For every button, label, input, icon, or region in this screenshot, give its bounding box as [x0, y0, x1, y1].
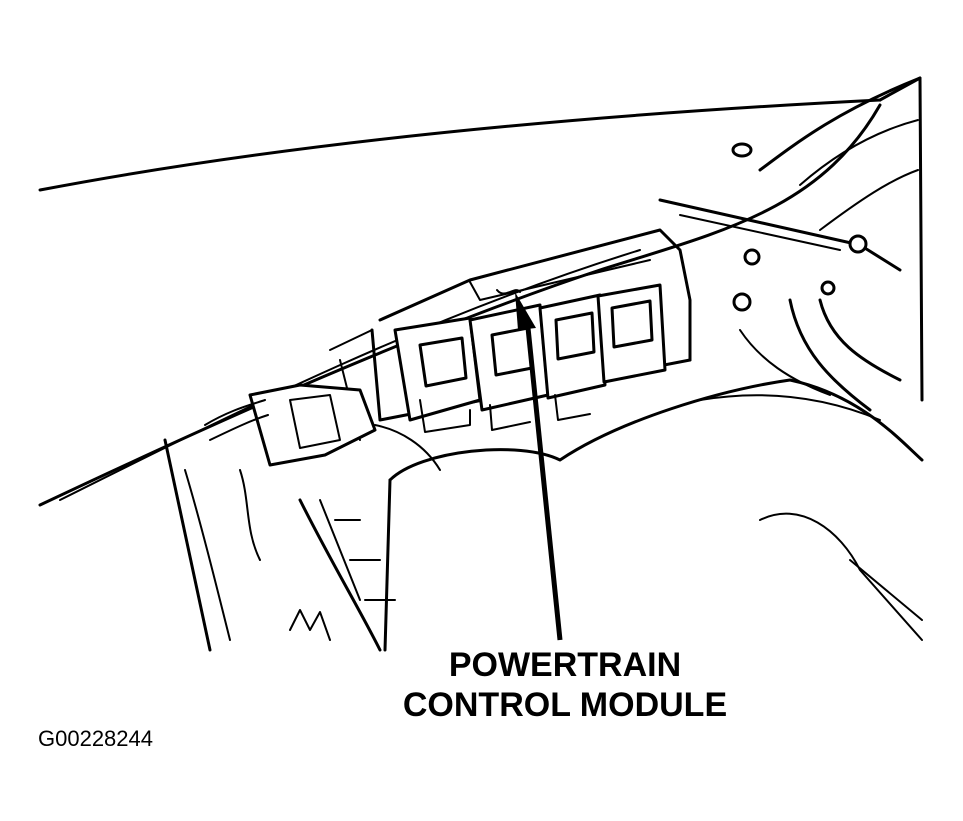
bolt-icon — [848, 234, 868, 254]
bolt-icon — [820, 280, 836, 296]
strut-tower — [658, 76, 924, 402]
air-box — [383, 378, 924, 652]
connector-plugs — [393, 283, 667, 433]
bolt-icon — [743, 248, 761, 266]
tilde-mark — [496, 289, 521, 295]
callout-label: POWERTRAIN CONTROL MODULE — [385, 645, 745, 725]
hood-outline — [38, 76, 922, 507]
callout-leader — [515, 292, 563, 641]
callout-line-1: POWERTRAIN — [448, 646, 682, 684]
inner-fender — [163, 438, 396, 652]
hoses — [739, 298, 902, 412]
bolt-icon — [731, 142, 753, 158]
bolt-icon — [732, 292, 752, 312]
wiring-harness-connector — [204, 383, 441, 561]
arrow-head-icon — [515, 292, 536, 330]
figure-id: G00228244 — [38, 726, 153, 751]
callout-line-2: CONTROL MODULE — [402, 686, 728, 724]
